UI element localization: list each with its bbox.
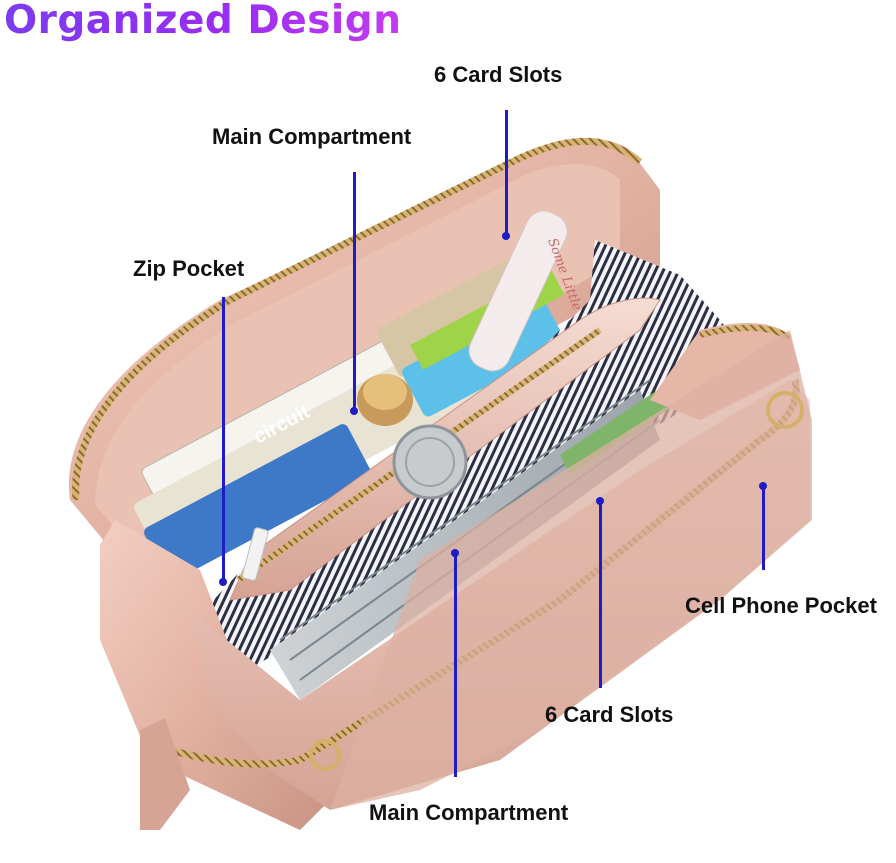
leader-line xyxy=(599,500,602,688)
leader-line xyxy=(353,172,356,410)
callout-main-compartment-top: Main Compartment xyxy=(212,124,412,149)
page-title: Organized Design xyxy=(4,0,402,43)
callout-main-compartment-bottom: Main Compartment xyxy=(369,800,569,825)
leader-dot xyxy=(502,232,510,240)
leader-dot xyxy=(219,578,227,586)
leader-line xyxy=(454,552,457,777)
leader-dot xyxy=(596,497,604,505)
callout-card-slots-top: 6 Card Slots xyxy=(434,62,563,87)
leader-line xyxy=(505,110,508,235)
lip-balm xyxy=(357,374,413,426)
leader-dot xyxy=(350,407,358,415)
leader-dot xyxy=(451,549,459,557)
d-ring-hardware xyxy=(140,391,804,830)
top-zipper xyxy=(72,137,643,501)
coin xyxy=(392,424,468,500)
leader-line xyxy=(762,485,765,570)
leader-dot xyxy=(759,482,767,490)
cell-phone-pocket-panel xyxy=(330,330,812,810)
callout-zip-pocket: Zip Pocket xyxy=(133,256,245,281)
callout-card-slots-bottom: 6 Card Slots xyxy=(545,702,674,727)
callout-cell-phone-pocket: Cell Phone Pocket xyxy=(685,593,877,618)
leader-line xyxy=(222,297,225,582)
